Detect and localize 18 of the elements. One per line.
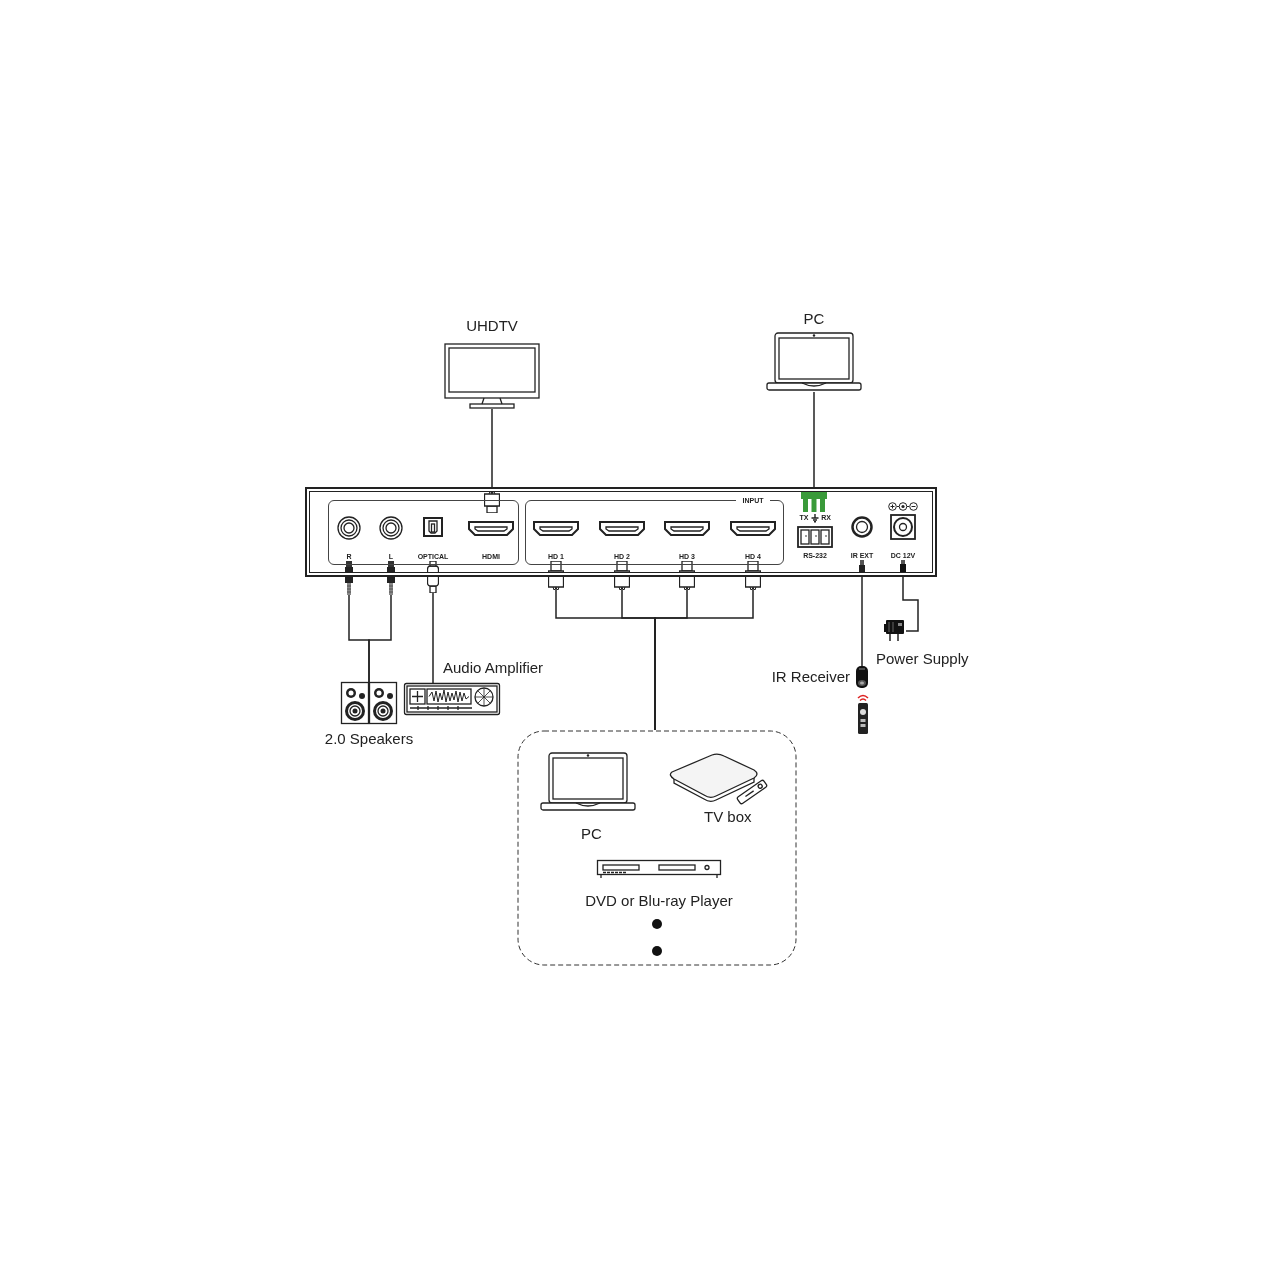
cable bbox=[426, 560, 440, 684]
device-caption: TV box bbox=[704, 808, 753, 825]
port-group-frame bbox=[328, 500, 519, 565]
device-caption: Audio Amplifier bbox=[443, 659, 545, 676]
device-caption: UHDTV bbox=[465, 317, 519, 334]
device-caption: 2.0 Speakers bbox=[323, 730, 415, 747]
cable bbox=[859, 559, 865, 667]
cable bbox=[654, 560, 762, 731]
cable bbox=[900, 559, 919, 632]
device-caption: DVD or Blu-ray Player bbox=[584, 892, 734, 909]
device-caption: PC bbox=[580, 825, 603, 842]
device-caption: PC bbox=[802, 310, 826, 327]
device-caption: IR Receiver bbox=[770, 668, 850, 685]
cable bbox=[483, 408, 501, 514]
device-rear-panel bbox=[305, 487, 937, 577]
cable bbox=[801, 391, 827, 513]
device-caption: Power Supply bbox=[876, 650, 970, 667]
cable bbox=[368, 560, 396, 683]
